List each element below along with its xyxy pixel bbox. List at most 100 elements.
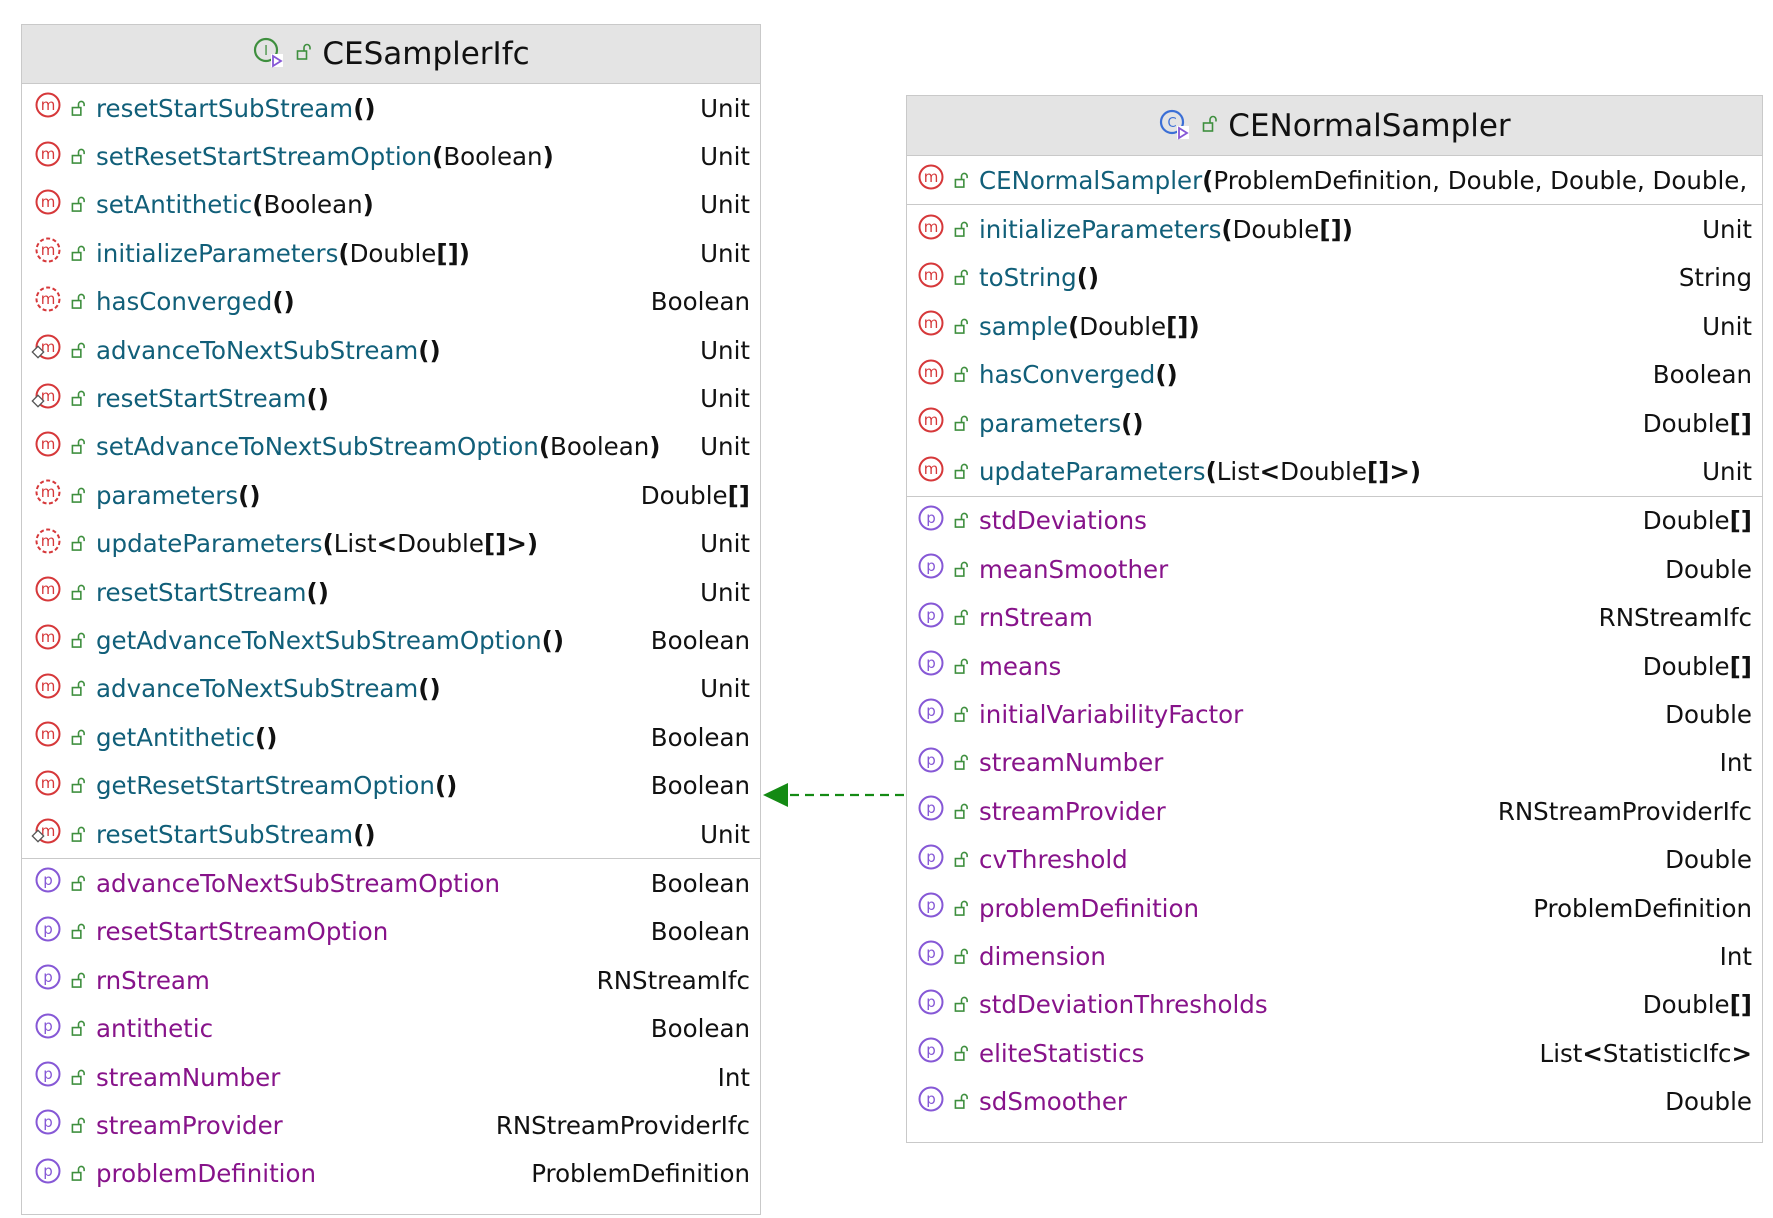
abstract-method-badge-icon: m <box>34 285 62 319</box>
svg-text:m: m <box>41 822 56 840</box>
return-type: Unit <box>700 142 750 172</box>
svg-text:m: m <box>41 774 56 792</box>
property-badge-icon: p <box>917 891 945 925</box>
property-badge-icon: p <box>917 988 945 1022</box>
svg-text:p: p <box>926 896 936 914</box>
svg-text:m: m <box>41 241 56 259</box>
method-badge-icon: m <box>34 623 62 657</box>
lock-open-icon <box>71 1014 86 1043</box>
svg-text:m: m <box>41 193 56 211</box>
property-name: resetStartStreamOption <box>96 917 389 947</box>
property-name: streamProvider <box>96 1110 283 1140</box>
property-name: stdDeviations <box>979 506 1147 536</box>
return-type: Int <box>1719 748 1752 778</box>
svg-text:p: p <box>926 848 936 866</box>
return-type: Double[] <box>640 480 750 510</box>
lock-open-icon <box>954 409 969 438</box>
class-title: CENormalSampler <box>1228 107 1511 144</box>
property-row[interactable]: p cvThreshold Double <box>907 835 1762 883</box>
svg-text:m: m <box>41 725 56 743</box>
method-name: setResetStartStreamOption <box>96 142 433 172</box>
lock-open-icon <box>954 555 969 584</box>
lock-open-icon <box>71 142 86 171</box>
return-type: Unit <box>700 529 750 559</box>
method-params: (Boolean) <box>432 142 554 172</box>
lock-open-icon <box>71 1111 86 1140</box>
lock-open-icon <box>954 506 969 535</box>
interface-header[interactable]: I CESamplerIfc <box>22 25 760 84</box>
return-type: Unit <box>1702 457 1752 487</box>
class-header[interactable]: C CENormalSampler <box>907 96 1762 156</box>
return-type: Int <box>717 1062 750 1092</box>
property-badge-icon: p <box>34 963 62 997</box>
return-type: Double <box>1665 1087 1752 1117</box>
method-badge-icon: m <box>917 163 945 197</box>
svg-text:m: m <box>924 314 939 332</box>
lock-open-icon <box>954 263 969 292</box>
svg-text:I: I <box>264 44 268 59</box>
method-params: (Boolean) <box>538 432 661 462</box>
property-name: cvThreshold <box>979 845 1128 875</box>
method-name: parameters <box>96 480 239 510</box>
return-type: Boolean <box>650 625 750 655</box>
svg-text:m: m <box>41 483 56 501</box>
method-params: (List<Double[]>) <box>1205 457 1422 487</box>
property-name: problemDefinition <box>96 1159 317 1189</box>
svg-text:p: p <box>926 606 936 624</box>
lock-open-icon <box>954 1087 969 1116</box>
return-type: Double <box>1665 845 1752 875</box>
method-params: (List<Double[]>) <box>322 529 539 559</box>
method-params: () <box>306 384 329 414</box>
method-name: getResetStartStreamOption <box>96 771 435 801</box>
lock-open-icon <box>71 674 86 703</box>
method-params: (Boolean) <box>252 190 374 220</box>
lock-open-icon <box>71 239 86 268</box>
lock-open-icon <box>71 869 86 898</box>
